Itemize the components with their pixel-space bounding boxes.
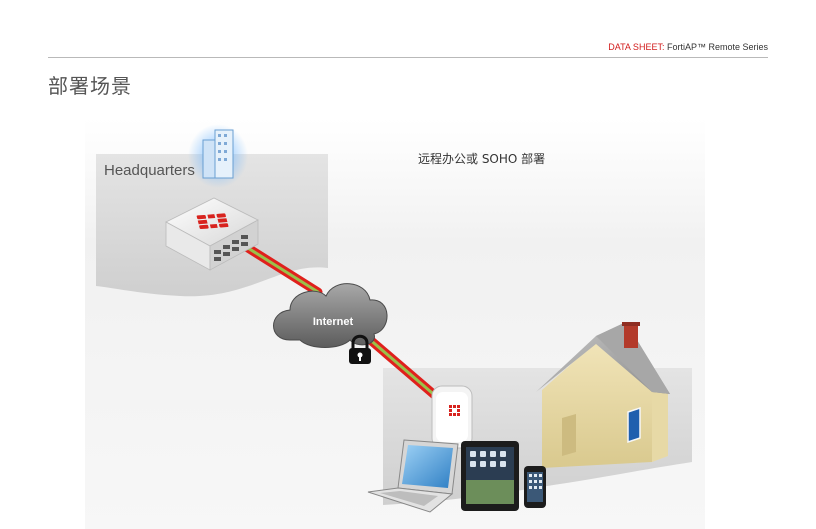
- house-icon: [536, 322, 670, 468]
- page-title: 部署场景: [48, 74, 132, 98]
- fortiap-device-icon: [431, 385, 473, 449]
- fortigate-appliance-icon: [165, 197, 259, 271]
- header-label-rest: FortiAP™ Remote Series: [666, 42, 768, 52]
- padlock-icon: [349, 334, 371, 364]
- vpn-tunnel-remote: [363, 333, 443, 403]
- vpn-tunnel-hq: [235, 238, 323, 297]
- header-label-red: DATA SHEET:: [608, 42, 665, 52]
- office-building-icon: [188, 124, 248, 188]
- internet-cloud-icon: [273, 283, 388, 348]
- smartphone-icon: [524, 466, 546, 508]
- header-divider: [48, 57, 768, 58]
- tablet-icon: [461, 441, 519, 511]
- diagram-subtitle: 远程办公或 SOHO 部署: [418, 152, 546, 166]
- headquarters-label: Headquarters: [104, 162, 195, 179]
- internet-label: Internet: [313, 316, 354, 328]
- laptop-icon: [367, 439, 459, 513]
- document-header: DATA SHEET: FortiAP™ Remote Series: [0, 42, 768, 52]
